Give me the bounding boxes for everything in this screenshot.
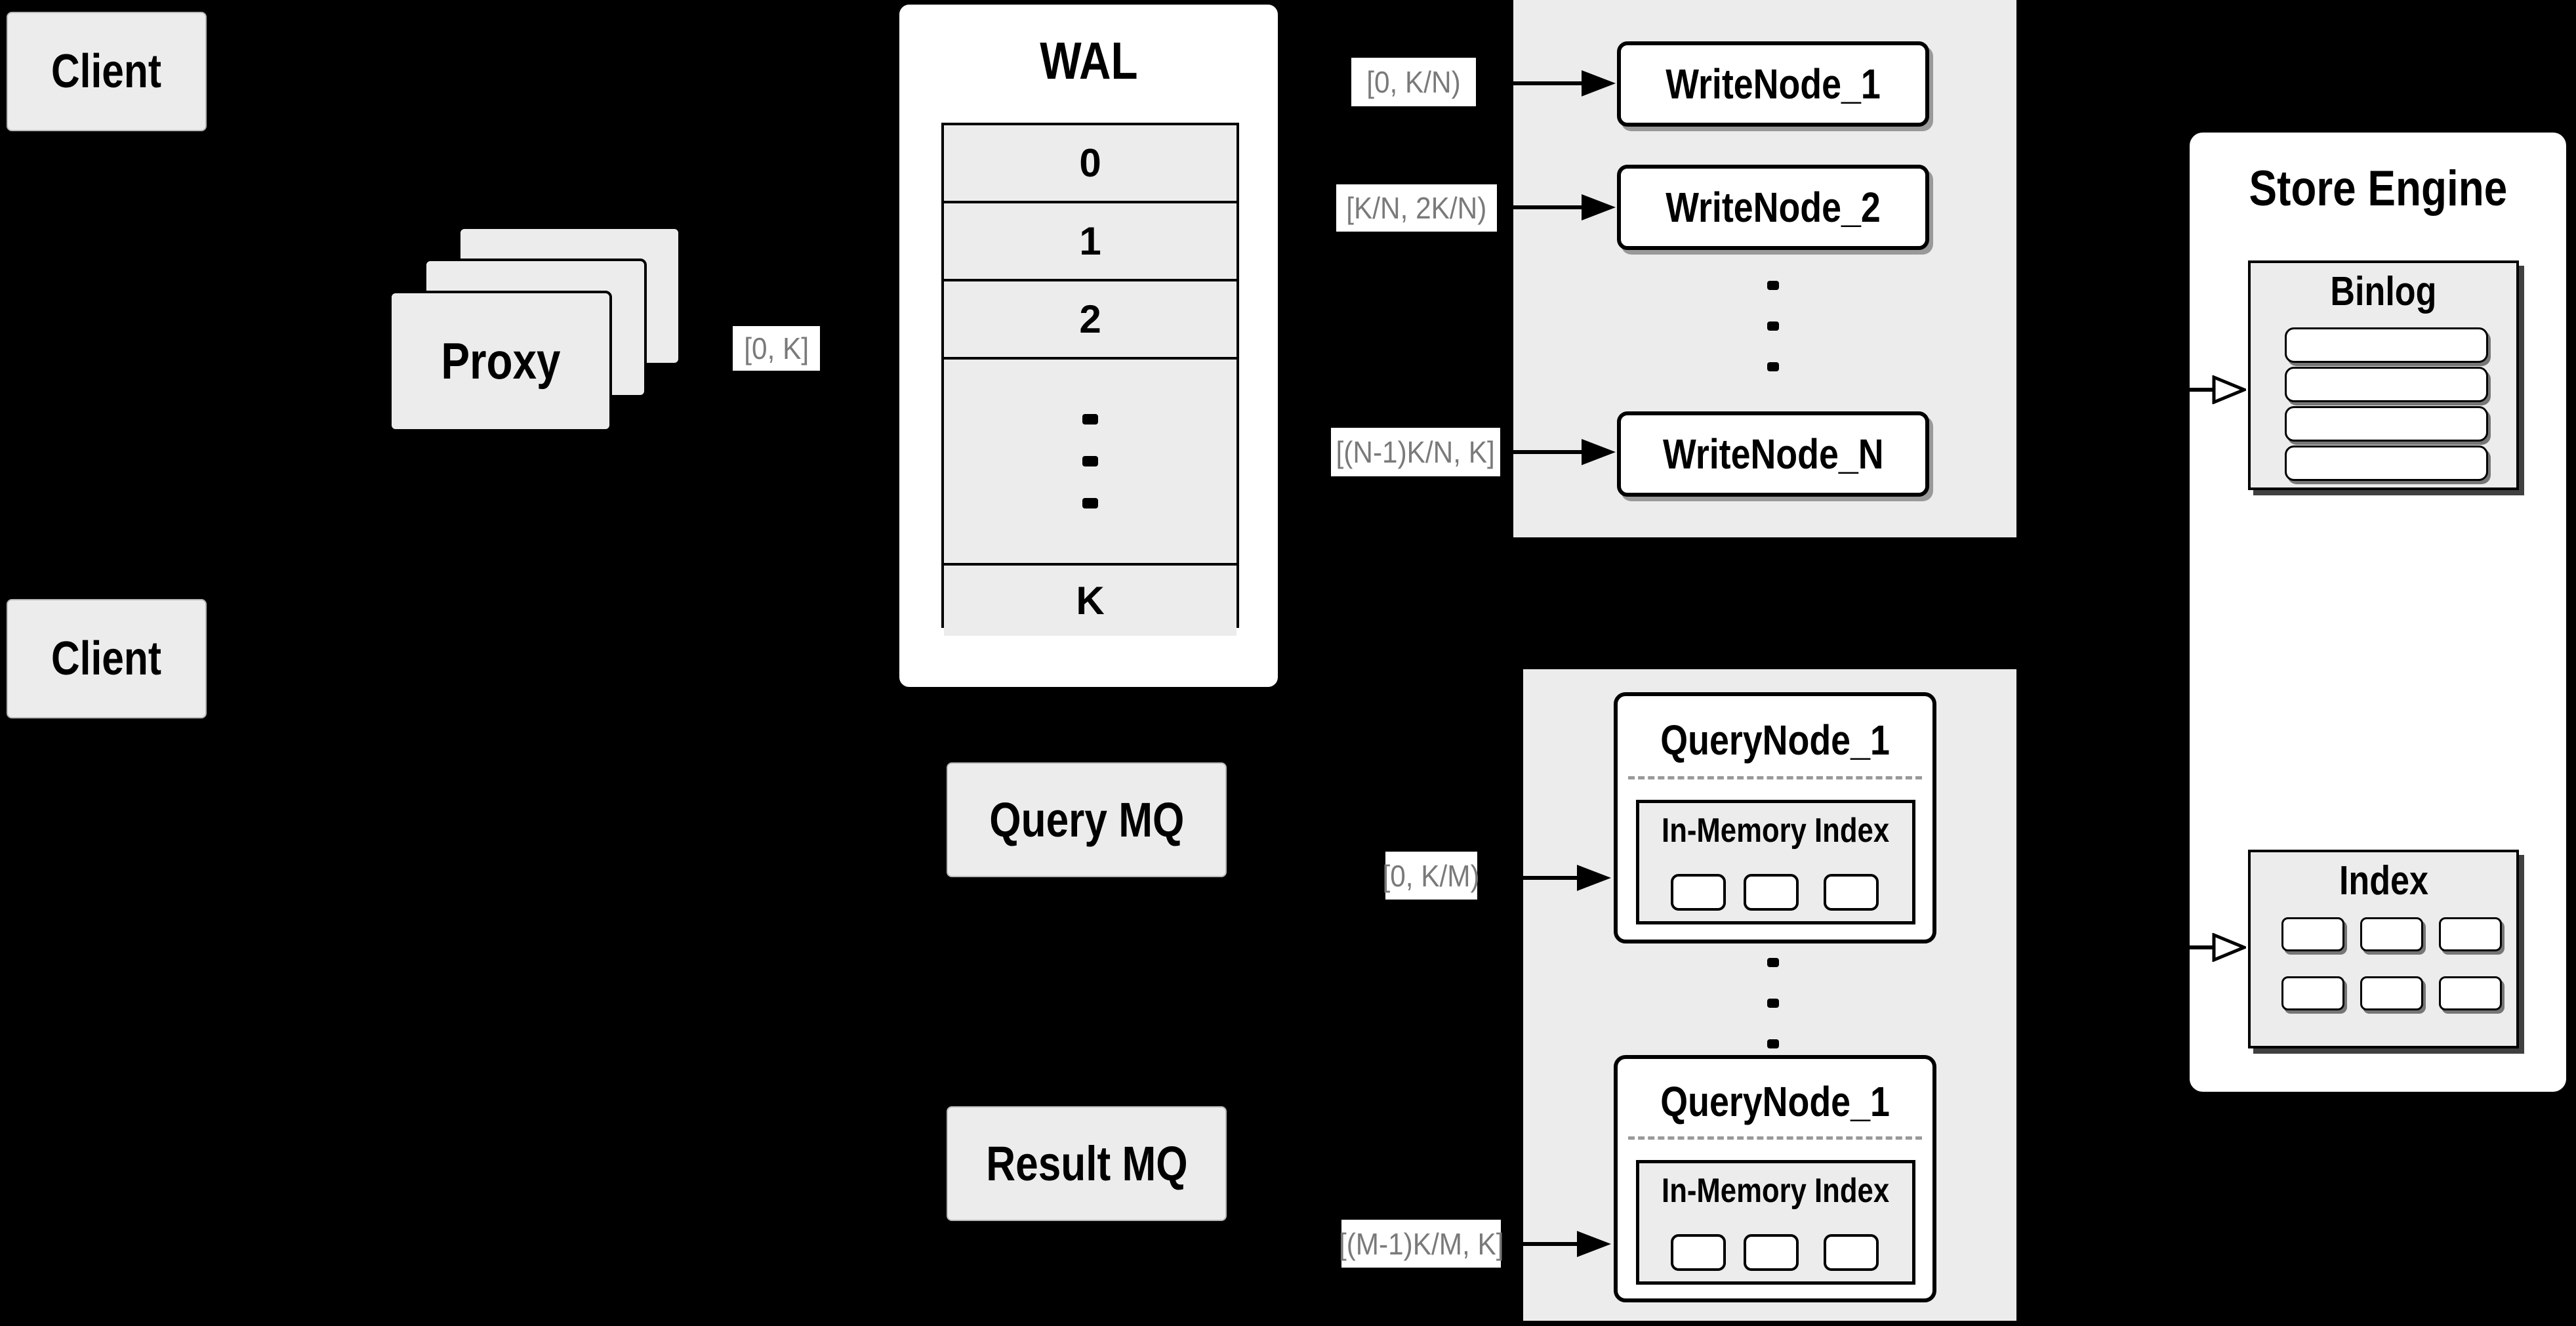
ellipsis-dot [1767,362,1779,371]
index-cell [2360,976,2423,1010]
query-node-top-box: QueryNode_1 In-Memory Index [1614,692,1936,943]
arrow-right-icon [1582,439,1616,465]
index-cell [2281,917,2344,951]
wal-segment-table: 0 1 2 K [941,123,1239,636]
query-node-ellipsis [1767,958,1779,1048]
range-label-writenode2-text: [K/N, 2K/N) [1346,191,1487,225]
write-node-n-label: WriteNode_N [1662,430,1884,478]
in-memory-index-top-title: In-Memory Index [1662,812,1890,850]
query-mq-label: Query MQ [989,793,1185,847]
write-node-2-label: WriteNode_2 [1666,184,1881,231]
wal-segment-row: 0 [944,125,1237,203]
open-arrow-right-icon [2212,933,2246,962]
write-node-ellipsis [1767,281,1779,371]
write-node-n-box: WriteNode_N [1617,411,1929,497]
range-label-writenode2: [K/N, 2K/N) [1336,184,1497,232]
binlog-row [2285,327,2488,363]
client-top-label: Client [51,45,162,98]
dashed-divider [1628,1136,1922,1140]
write-node-1-box: WriteNode_1 [1617,41,1929,127]
ellipsis-dot [1082,414,1098,425]
query-mq-box: Query MQ [947,762,1227,877]
binlog-box: Binlog [2248,260,2519,490]
arrow-right-icon [1577,1231,1611,1257]
ellipsis-dot [1082,498,1098,508]
index-title: Index [2339,858,2428,903]
wal-segment-row: 1 [944,203,1237,281]
range-label-querynode-bottom: [(M-1)K/M, K] [1338,1220,1504,1268]
ellipsis-dot [1767,281,1779,290]
range-label-writenoden: [(N-1)K/N, K] [1331,428,1500,476]
result-mq-label: Result MQ [985,1136,1188,1191]
index-segment-cell [1744,1234,1799,1271]
range-label-writenode1-text: [0, K/N) [1366,65,1461,99]
range-label-writenode1: [0, K/N) [1351,58,1476,106]
wal-segment-row: 2 [944,281,1237,360]
arrow-right-icon [1582,194,1616,220]
index-segment-cell [1744,874,1799,911]
binlog-row [2285,445,2488,481]
wal-ellipsis-row [944,360,1237,566]
client-bottom-label: Client [51,632,162,685]
client-bottom-box: Client [7,599,207,718]
query-node-top-title: QueryNode_1 [1660,716,1890,764]
arrow-index-line [2144,945,2213,949]
index-segment-cell [1824,874,1879,911]
proxy-label: Proxy [440,332,561,390]
range-label-querynode-top: [0, K/M) [1382,852,1481,900]
write-node-1-label: WriteNode_1 [1666,60,1881,108]
open-arrow-right-icon [2212,375,2246,404]
wal-box: WAL 0 1 2 K [897,3,1280,689]
range-label-querynode-bottom-text: [(M-1)K/M, K] [1338,1226,1504,1261]
in-memory-index-top-box: In-Memory Index [1636,800,1915,924]
ellipsis-dot [1767,999,1779,1008]
arrow-right-icon [1582,70,1616,96]
index-cell [2360,917,2423,951]
ellipsis-dot [1082,456,1098,466]
index-segment-cell [1824,1234,1879,1271]
wal-segment-row: K [944,566,1237,636]
query-node-bottom-box: QueryNode_1 In-Memory Index [1614,1055,1936,1302]
index-cell [2439,917,2502,951]
binlog-title: Binlog [2330,269,2437,314]
ellipsis-dot [1767,958,1779,967]
result-mq-box: Result MQ [947,1106,1227,1221]
index-segment-cell [1671,1234,1726,1271]
binlog-row [2285,367,2488,402]
binlog-row [2285,406,2488,442]
proxy-box: Proxy [389,291,612,432]
in-memory-index-bottom-title: In-Memory Index [1662,1172,1890,1210]
arrow-binlog-line [2144,388,2213,392]
ellipsis-dot [1767,321,1779,331]
query-node-bottom-title: QueryNode_1 [1660,1078,1890,1125]
store-engine-title: Store Engine [2249,161,2507,217]
ellipsis-dot [1767,1039,1779,1048]
index-segment-cell [1671,874,1726,911]
client-top-box: Client [7,12,207,131]
range-label-querynode-top-text: [0, K/M) [1382,858,1481,893]
wal-title: WAL [1039,31,1138,90]
range-label-writenoden-text: [(N-1)K/N, K] [1336,435,1496,469]
index-cell [2281,976,2344,1010]
in-memory-index-bottom-box: In-Memory Index [1636,1160,1915,1285]
write-node-2-box: WriteNode_2 [1617,165,1929,250]
range-label-proxy-wal-text: [0, K] [744,331,809,365]
index-box: Index [2248,850,2519,1048]
arrow-right-icon [1577,865,1611,891]
index-cell [2439,976,2502,1010]
range-label-proxy-wal: [0, K] [733,326,820,371]
dashed-divider [1628,776,1922,779]
